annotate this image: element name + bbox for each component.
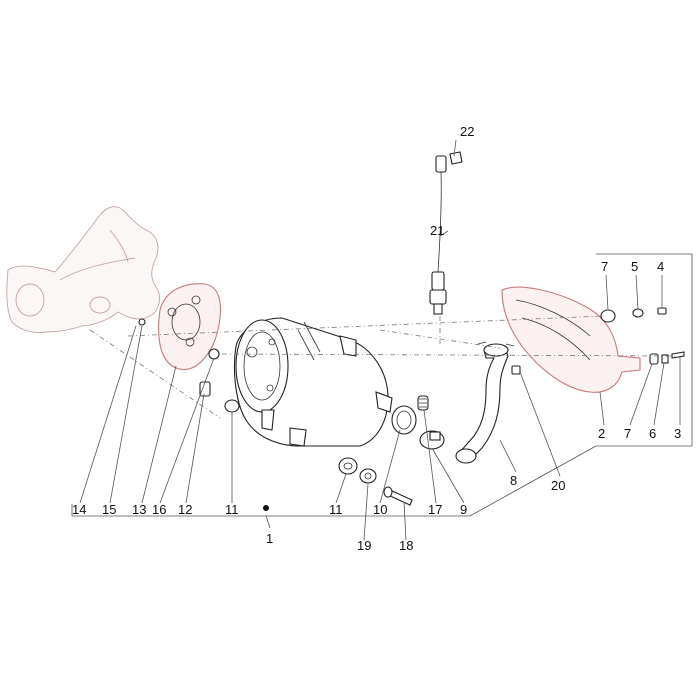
callout-21: 21 (430, 223, 444, 238)
callout-17: 17 (428, 502, 442, 517)
callout-8: 8 (510, 473, 517, 488)
callout-13: 13 (132, 502, 146, 517)
callout-1: 1 (266, 531, 273, 546)
rubber-pads (338, 457, 358, 475)
callout-bracket-bottom (71, 445, 597, 517)
muffler-cover-part (501, 286, 641, 393)
callout-3: 3 (674, 426, 681, 441)
assembly-dot-marker (263, 505, 269, 511)
exhaust-pipe-part (455, 341, 515, 464)
callout-11-right: 11 (329, 502, 343, 517)
leader-lines (79, 139, 681, 541)
gasket-clamp (391, 395, 445, 450)
callout-2: 2 (598, 426, 605, 441)
callout-9: 9 (460, 502, 467, 517)
callout-6: 6 (649, 426, 656, 441)
callout-11-left: 11 (225, 502, 239, 517)
callout-20: 20 (551, 478, 565, 493)
callout-14: 14 (72, 502, 86, 517)
callout-4: 4 (657, 259, 664, 274)
nut-20 (511, 365, 521, 375)
callout-12: 12 (178, 502, 192, 517)
callout-7-bottom: 7 (624, 426, 631, 441)
bolt-and-washer (359, 468, 413, 506)
callout-15: 15 (102, 502, 116, 517)
lambda-sensor-part (429, 151, 463, 315)
callout-5: 5 (631, 259, 638, 274)
callout-16: 16 (152, 502, 166, 517)
callout-7-top: 7 (601, 259, 608, 274)
assembly-lines (89, 315, 677, 419)
swingarm-frame-ghost (6, 206, 161, 333)
muffler-body-part (233, 317, 393, 447)
callout-10: 10 (373, 502, 387, 517)
callout-labels: 22 21 7 5 4 2 7 6 3 20 8 9 17 10 11 11 1… (72, 124, 681, 553)
callout-bracket-right (596, 253, 693, 447)
heat-shield-part (158, 283, 222, 370)
hardware-right (600, 307, 685, 365)
callout-22: 22 (460, 124, 474, 139)
callout-18: 18 (399, 538, 413, 553)
callout-19: 19 (357, 538, 371, 553)
